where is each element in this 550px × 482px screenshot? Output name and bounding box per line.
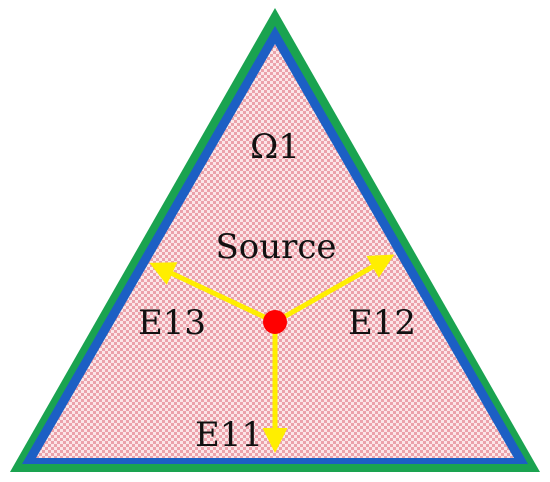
domain-region-fill [36, 44, 514, 458]
direction-label-e13: E13 [138, 303, 206, 343]
arrow-e12 [273, 254, 395, 325]
source-label: Source [215, 227, 336, 267]
direction-label-e11: E11 [195, 415, 263, 455]
region-label: Ω1 [250, 127, 300, 167]
direction-label-e12: E12 [348, 303, 416, 343]
arrow-e13 [149, 262, 277, 325]
source-point [263, 310, 287, 334]
